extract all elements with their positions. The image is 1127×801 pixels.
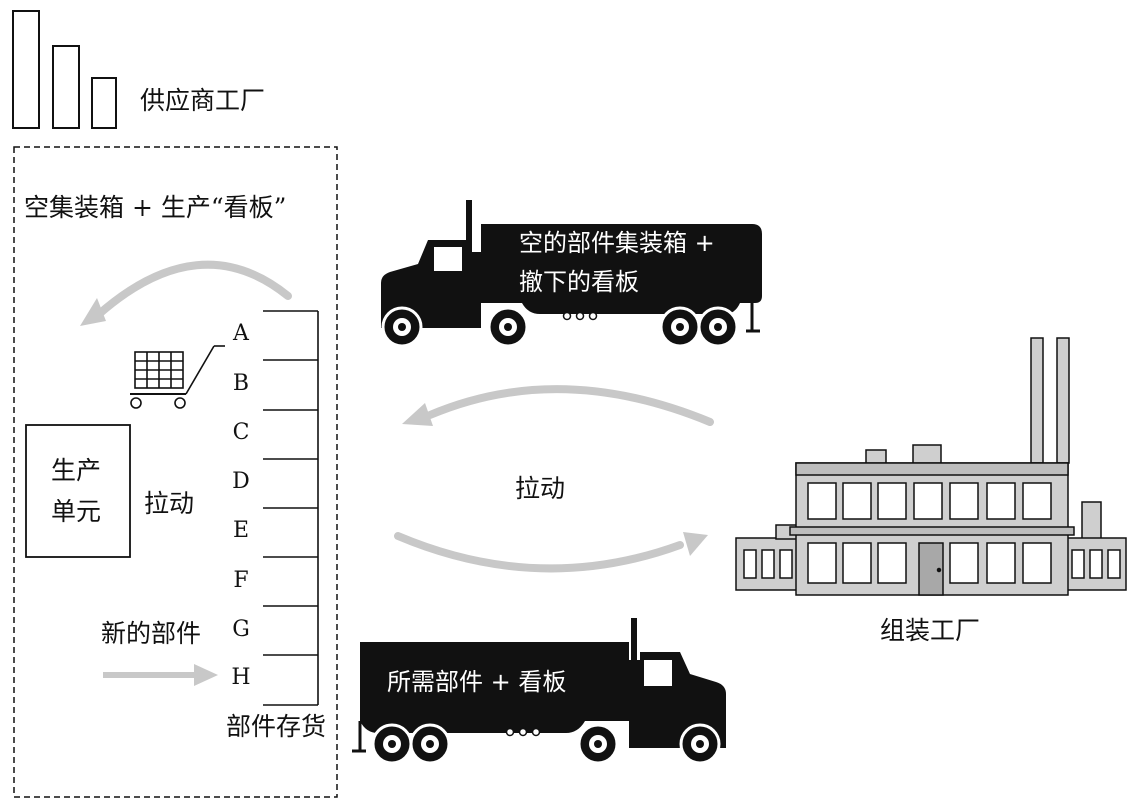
shelf-letter: E xyxy=(232,518,250,543)
inventory-shelf xyxy=(263,310,319,706)
return-arrow-supplier xyxy=(80,260,292,326)
delivery-arrow-center xyxy=(394,532,708,573)
production-cell-label-line1: 生产 xyxy=(51,456,102,485)
shelf-letter: D xyxy=(232,469,250,494)
center-pull-label: 拉动 xyxy=(515,474,566,503)
shelf-letter: B xyxy=(232,371,250,396)
empty-container-kanban-label: 空集装箱 + 生产“看板” xyxy=(24,193,287,222)
cart-icon xyxy=(130,345,225,409)
inventory-label: 部件存货 xyxy=(226,712,327,741)
supplier-pull-label: 拉动 xyxy=(144,489,195,518)
production-cell-label-line2: 单元 xyxy=(51,497,102,526)
shelf-letter: F xyxy=(233,568,249,593)
top-truck-icon xyxy=(381,200,762,348)
new-parts-label: 新的部件 xyxy=(101,619,202,648)
top-truck-label-line2: 撤下的看板 xyxy=(519,268,639,296)
shelf-letter: G xyxy=(232,617,250,642)
shelf-letter: H xyxy=(231,665,251,690)
shelf-letter: A xyxy=(233,321,249,346)
top-truck-label-line1: 空的部件集装箱 + xyxy=(519,229,715,257)
supplier-factory-label: 供应商工厂 xyxy=(140,86,266,115)
supplier-boundary xyxy=(13,146,338,798)
production-cell-box xyxy=(25,424,131,558)
supplier-factory-icon xyxy=(12,10,117,129)
shelf-letter: C xyxy=(232,420,250,445)
return-arrow-center xyxy=(402,385,714,426)
assembly-plant-icon xyxy=(735,337,1127,596)
bottom-truck-icon xyxy=(352,618,726,765)
assembly-plant-label: 组装工厂 xyxy=(880,616,981,645)
new-parts-arrow xyxy=(103,664,218,686)
bottom-truck-label: 所需部件 + 看板 xyxy=(387,668,567,696)
